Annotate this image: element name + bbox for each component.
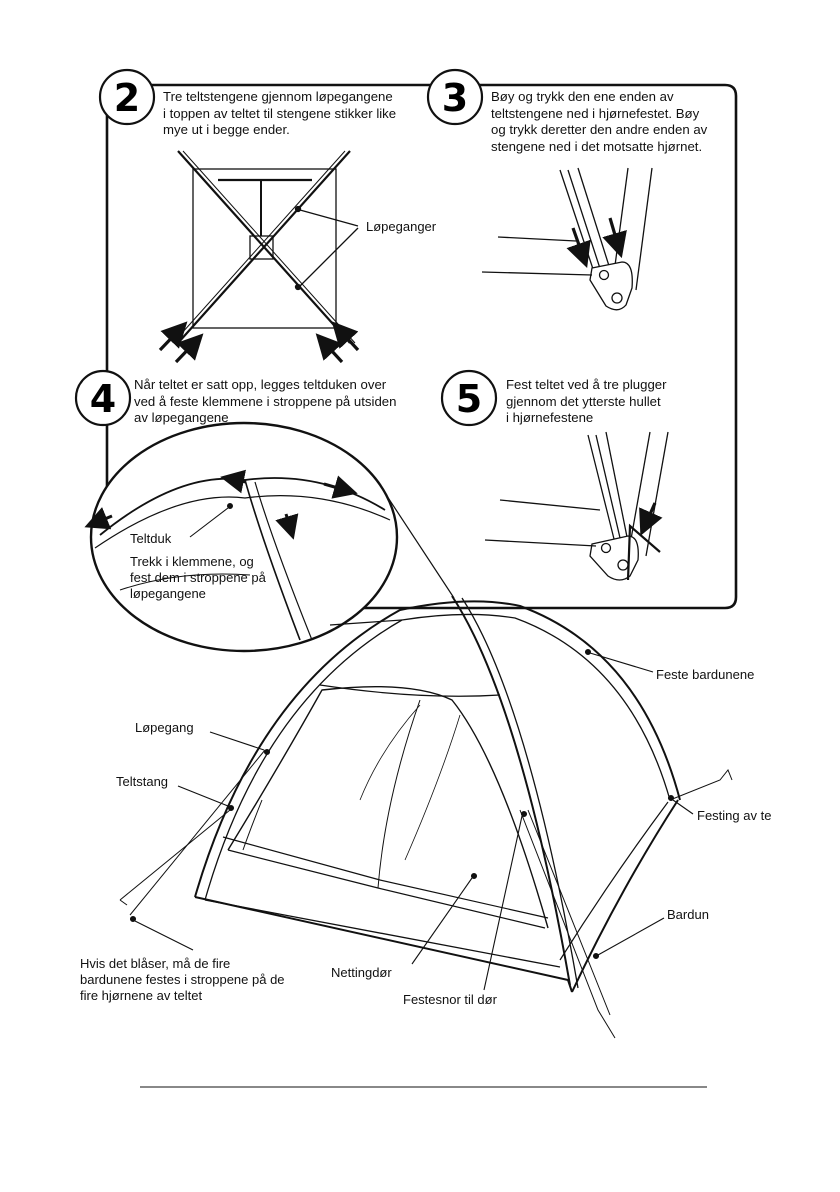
step-5-badge: 5	[440, 369, 498, 427]
step-2-top-view	[172, 150, 359, 344]
label-feste-bardunene: Feste bardunene	[656, 667, 755, 682]
step-3-corner-detail	[481, 167, 653, 311]
step-4-text: Når teltet er satt opp, legges teltduken…	[134, 377, 397, 425]
svg-text:5: 5	[456, 377, 482, 421]
label-festing: Festing av te	[697, 808, 772, 823]
step-2-arrows	[158, 321, 360, 364]
step-3-badge: 3	[426, 68, 484, 126]
label-nettingdor: Nettingdør	[331, 965, 392, 980]
callout-lines	[129, 648, 694, 991]
label-lopegang: Løpegang	[135, 720, 194, 735]
label-klemmer: Trekk i klemmene, og fest dem i stroppen…	[130, 554, 266, 601]
label-teltduk: Teltduk	[130, 531, 172, 546]
label-hvis-blaser: Hvis det blåser, må de fire bardunene fe…	[80, 956, 285, 1003]
dome-tent	[119, 595, 733, 1039]
svg-text:4: 4	[90, 377, 116, 421]
label-festesnor: Festesnor til dør	[403, 992, 497, 1007]
step-5-corner-detail	[484, 431, 669, 581]
label-teltstang: Teltstang	[116, 774, 169, 789]
step-4-badge: 4	[74, 369, 132, 427]
label-bardun: Bardun	[667, 907, 709, 922]
svg-text:3: 3	[442, 76, 468, 120]
label-lopeganger: Løpeganger	[366, 219, 437, 234]
svg-text:2: 2	[114, 76, 140, 120]
step-2-badge: 2	[98, 68, 156, 126]
step-3-text: Bøy og trykk den ene enden av teltstenge…	[491, 89, 708, 154]
step-5-text: Fest teltet ved å tre plugger gjennom de…	[506, 377, 667, 425]
step-2-text: Tre teltstengene gjennom løpegangene i t…	[163, 89, 397, 137]
instructions-panel	[105, 83, 738, 610]
